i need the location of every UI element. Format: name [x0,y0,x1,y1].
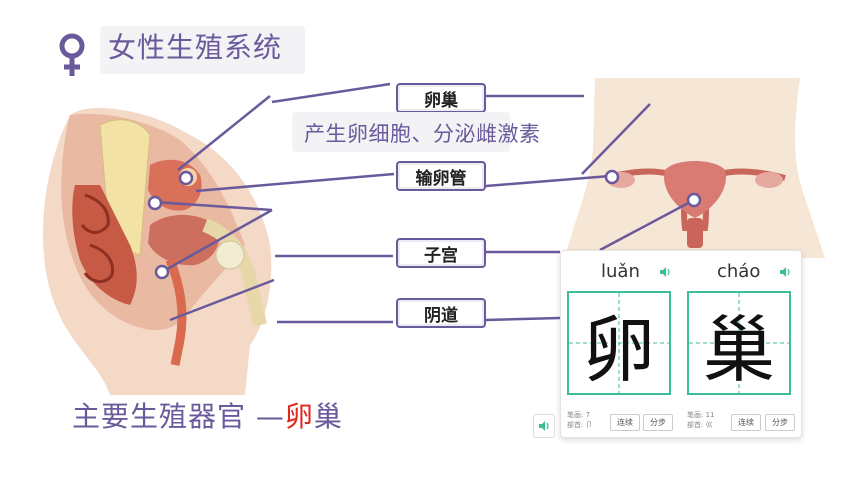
pinyin-luan: luǎn [601,261,640,282]
main-organ-suffix: 巢 [313,400,343,433]
writing-grid-luan: 卵 [567,291,671,395]
uterus-point [154,264,170,280]
main-organ-highlight: 卵 [284,400,314,433]
oviduct-point [147,195,163,211]
uterus-point-front [686,192,702,208]
strokes-chao: 笔画: 11 [687,411,715,419]
play-audio-button[interactable] [533,414,555,438]
label-uterus[interactable]: 子宫 [396,238,486,268]
hanzi-luan: 卵 [582,307,655,392]
title-background [100,26,305,74]
label-ovary[interactable]: 卵巢 [396,83,486,113]
speaker-icon [539,421,549,431]
step-button-luan[interactable]: 分步 [643,414,673,431]
main-organ-prefix: 主要生殖器官 — [72,400,285,433]
page-title: 女性生殖系统 [108,31,283,64]
pinyin-chao: cháo [717,261,761,282]
speaker-icon[interactable] [659,266,671,278]
radical-chao: 部首: 巛 [687,421,713,429]
main-organ-text: 主要生殖器官 —卵巢 [72,395,343,435]
ovary-point-front [604,169,620,185]
step-button-chao[interactable]: 分步 [765,414,795,431]
ovary-function-text: 产生卵细胞、分泌雌激素 [304,122,541,146]
label-vagina[interactable]: 阴道 [396,298,486,328]
label-oviduct[interactable]: 输卵管 [396,161,486,191]
ovary-point [178,170,194,186]
strokes-luan: 笔画: 7 [567,411,591,419]
sagittal-section-illustration [43,107,272,395]
continuous-button-chao[interactable]: 连续 [731,414,761,431]
subtitle-background [292,112,510,152]
writing-grid-chao: 巢 [687,291,791,395]
speaker-icon[interactable] [779,266,791,278]
female-symbol-icon [59,33,85,76]
hanzi-chao: 巢 [702,307,775,392]
radical-luan: 部首: 卩 [567,421,593,429]
character-writing-card: luǎn 卵 笔画: 7 部首: 卩 连续 分步 cháo 巢 笔画: 11 部… [560,250,802,438]
continuous-button-luan[interactable]: 连续 [610,414,640,431]
